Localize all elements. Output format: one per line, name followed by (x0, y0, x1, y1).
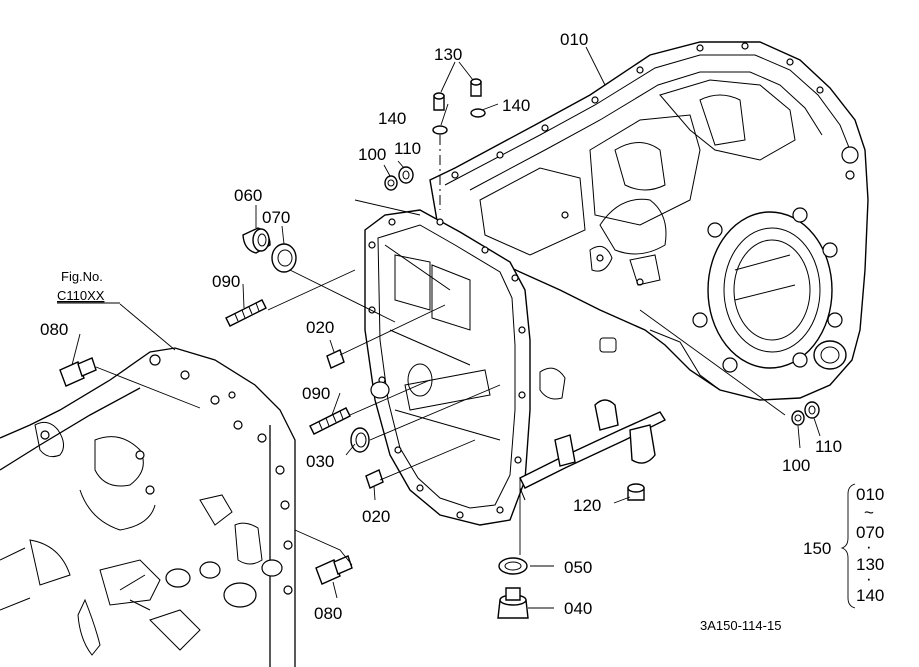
fig-ref-label: Fig.No. (61, 269, 103, 284)
part-060-bushing (242, 227, 271, 254)
callout-100-lower: 100 (782, 456, 810, 475)
callout-020-lower: 020 (362, 507, 390, 526)
part-050-washer (498, 557, 528, 575)
callout-090-lower: 090 (302, 384, 330, 403)
callout-010: 010 (560, 30, 588, 49)
part-130-bolt-left (433, 92, 445, 111)
group-item-140: 140 (856, 586, 884, 605)
callout-140-right: 140 (502, 96, 530, 115)
leader-lines (71, 46, 821, 609)
part-070-oil-seal (271, 243, 297, 273)
part-110-washer-lower (804, 401, 820, 419)
part-100-nut-upper (384, 175, 398, 191)
callout-030: 030 (306, 452, 334, 471)
callout-080-lower: 080 (314, 604, 342, 623)
group-dot-1: · (866, 537, 872, 556)
callout-130: 130 (434, 45, 462, 64)
callout-050: 050 (564, 558, 592, 577)
callout-140-left: 140 (378, 109, 406, 128)
fig-ref-number: C110XX (57, 288, 105, 303)
shift-rod-assembly (519, 399, 667, 501)
part-020-dowel-lower (365, 469, 384, 489)
callout-100-upper: 100 (358, 145, 386, 164)
callout-080-upper: 080 (40, 320, 68, 339)
group-item-130: 130 (856, 555, 884, 574)
callout-110-lower: 110 (815, 437, 842, 456)
part-040-drain-plug (497, 587, 529, 619)
part-120-plug (627, 483, 645, 501)
callout-070: 070 (262, 208, 290, 227)
part-080-bolt-upper (59, 357, 97, 387)
callout-labels: 010 130 140 140 110 100 060 070 Fig.No. … (40, 30, 842, 623)
group-dot-2: · (866, 569, 872, 588)
part-140-washer-left (432, 125, 448, 135)
part-140-washer-right (470, 108, 486, 118)
group-number: 150 (803, 539, 831, 558)
part-090-stud-lower (309, 407, 351, 435)
group-tilde: ~ (864, 503, 874, 522)
part-030-seal (350, 427, 370, 453)
group-item-070: 070 (856, 523, 884, 542)
callout-110-upper: 110 (394, 139, 421, 158)
front-cover-plate (364, 209, 531, 526)
callout-060: 060 (234, 186, 262, 205)
callout-040: 040 (564, 599, 592, 618)
group-brace (840, 483, 856, 609)
part-100-nut-lower (791, 410, 805, 426)
assembly-lines (95, 135, 786, 566)
callout-020-upper: 020 (306, 318, 334, 337)
group-range-start: 010 (856, 485, 884, 504)
part-110-washer-upper (398, 166, 414, 184)
part-080-bolt-lower (315, 555, 353, 585)
transmission-case (429, 41, 869, 401)
adjacent-housing-ghost (0, 347, 296, 667)
callout-090-upper: 090 (212, 272, 240, 291)
assembly-group-150: 150 010 ~ 070 · 130 · 140 (803, 483, 884, 609)
part-090-stud-upper (225, 299, 267, 327)
drawing-code: 3A150-114-15 (700, 618, 781, 633)
callout-120: 120 (573, 496, 601, 515)
part-130-bolt-right (470, 78, 482, 97)
part-020-dowel-upper (326, 349, 345, 369)
